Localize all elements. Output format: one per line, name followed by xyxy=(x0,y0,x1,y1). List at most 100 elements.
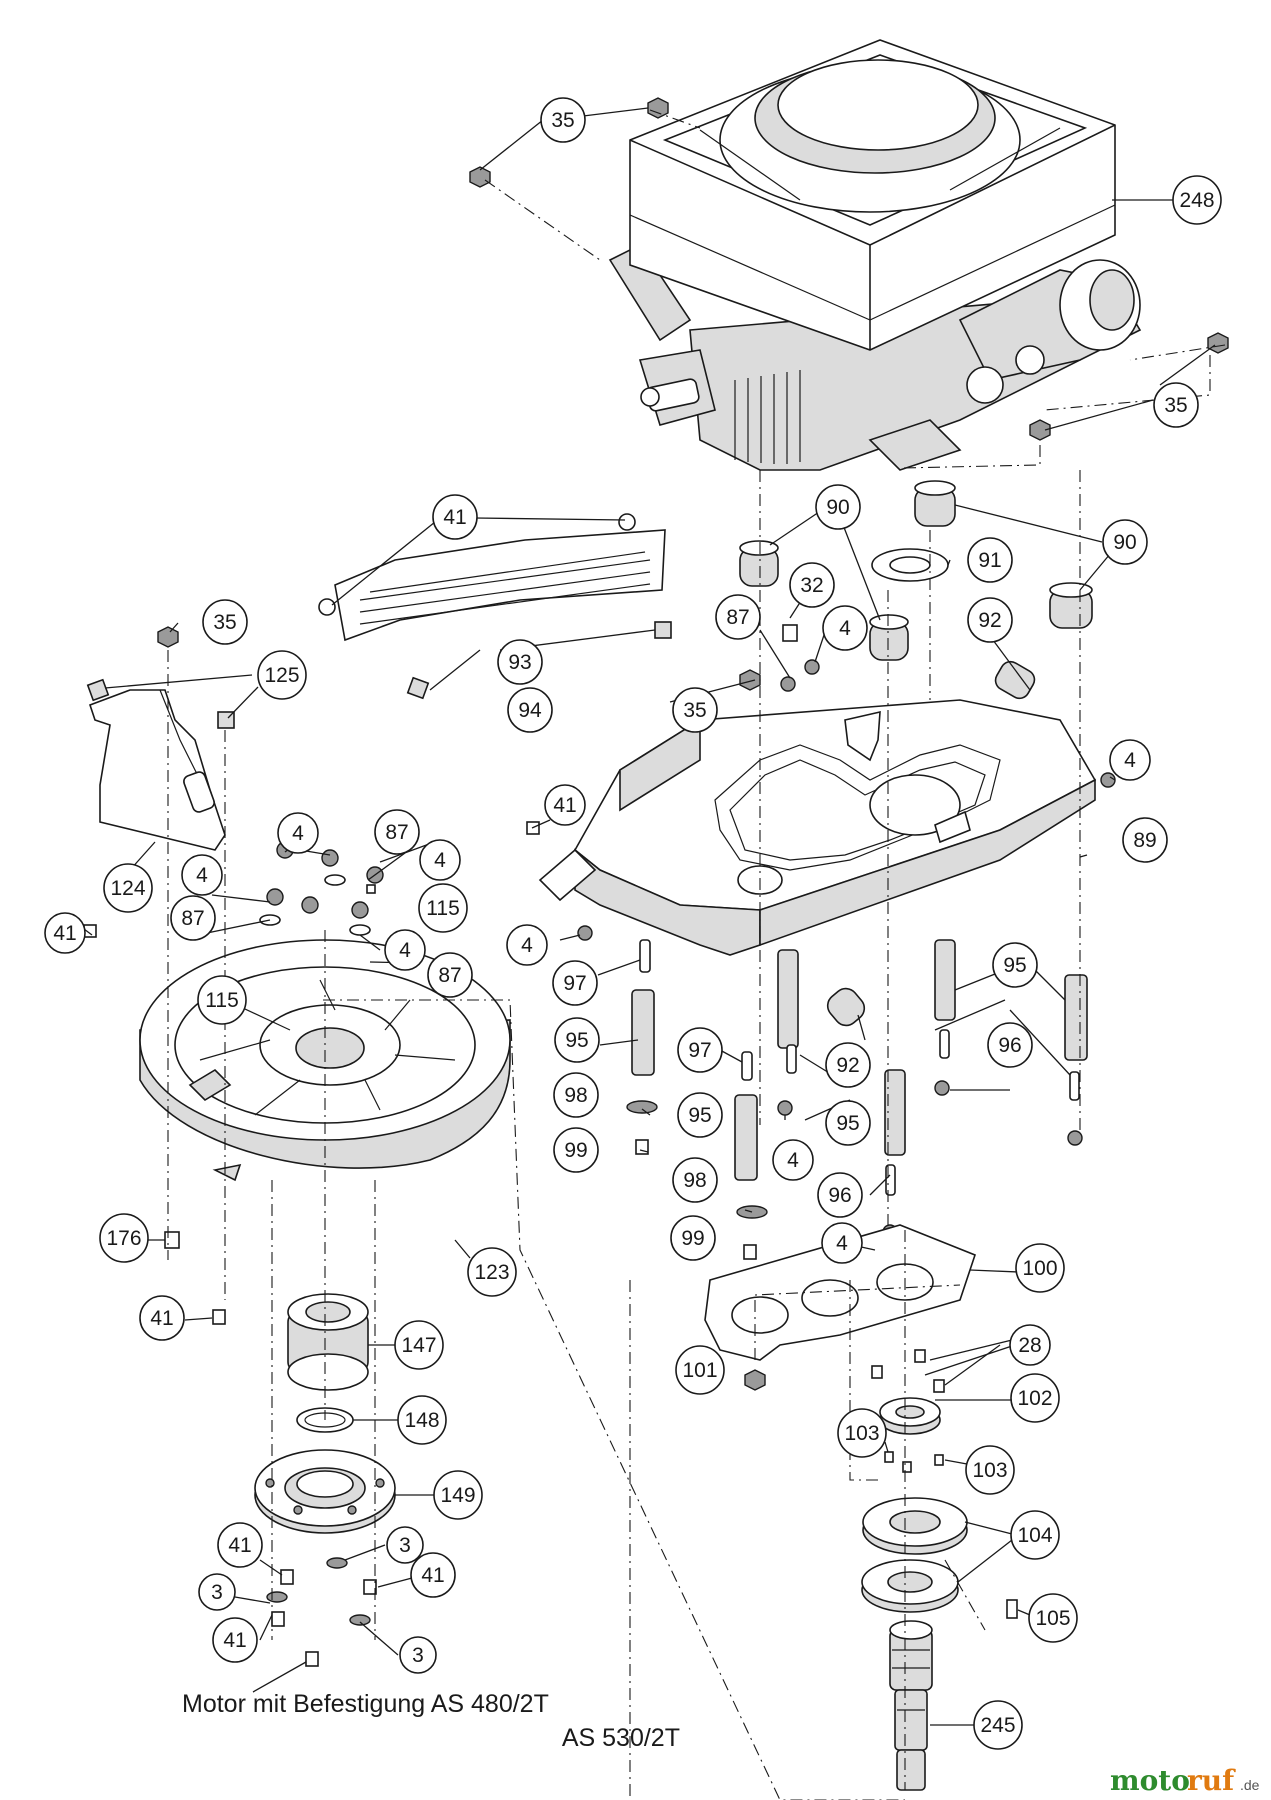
callout: 3 xyxy=(386,1526,424,1564)
callout: 41 xyxy=(544,784,586,826)
svg-text:41: 41 xyxy=(223,1629,246,1652)
svg-text:93: 93 xyxy=(508,651,531,674)
callout: 4 xyxy=(506,924,548,966)
callout: 91 xyxy=(967,537,1013,583)
callout: 97 xyxy=(552,960,598,1006)
callout: 124 xyxy=(103,863,153,913)
svg-text:248: 248 xyxy=(1179,189,1214,212)
callout: 96 xyxy=(817,1172,863,1218)
callout: 176 xyxy=(99,1213,149,1263)
svg-text:4: 4 xyxy=(521,934,533,957)
svg-text:90: 90 xyxy=(826,496,849,519)
svg-text:124: 124 xyxy=(110,877,145,900)
svg-text:123: 123 xyxy=(474,1261,509,1284)
svg-text:92: 92 xyxy=(978,609,1001,632)
engine-block xyxy=(608,39,1142,471)
callout: 93 xyxy=(497,639,543,685)
callout: 95 xyxy=(992,942,1038,988)
svg-text:94: 94 xyxy=(518,699,542,722)
callout: 149 xyxy=(433,1470,483,1520)
svg-text:87: 87 xyxy=(726,606,749,629)
callout: 41 xyxy=(212,1617,258,1663)
svg-text:41: 41 xyxy=(53,922,76,945)
callout: 4 xyxy=(1109,739,1151,781)
svg-text:98: 98 xyxy=(564,1084,587,1107)
svg-text:103: 103 xyxy=(972,1459,1007,1482)
mounting-plate xyxy=(538,699,1097,956)
callout: 105 xyxy=(1028,1593,1078,1643)
svg-text:4: 4 xyxy=(292,822,304,845)
svg-text:87: 87 xyxy=(385,821,408,844)
svg-text:32: 32 xyxy=(800,574,823,597)
svg-text:100: 100 xyxy=(1022,1257,1057,1280)
svg-text:35: 35 xyxy=(213,611,236,634)
motoruf-watermark: moto ruf .de xyxy=(1110,1764,1260,1797)
svg-text:41: 41 xyxy=(443,506,466,529)
svg-text:95: 95 xyxy=(565,1029,588,1052)
callout: 95 xyxy=(677,1092,723,1138)
callout: 123 xyxy=(467,1247,517,1297)
callout: 32 xyxy=(789,562,835,608)
callout: 97 xyxy=(677,1027,723,1073)
svg-text:105: 105 xyxy=(1035,1607,1070,1630)
svg-text:97: 97 xyxy=(688,1039,711,1062)
svg-text:4: 4 xyxy=(399,939,411,962)
svg-text:95: 95 xyxy=(836,1112,859,1135)
svg-text:149: 149 xyxy=(440,1484,475,1507)
callout: 99 xyxy=(553,1127,599,1173)
svg-text:35: 35 xyxy=(1164,394,1187,417)
callout: 4 xyxy=(384,929,426,971)
svg-text:176: 176 xyxy=(106,1227,141,1250)
svg-text:92: 92 xyxy=(836,1054,859,1077)
drive-assembly xyxy=(704,1224,1018,1791)
svg-text:28: 28 xyxy=(1018,1334,1041,1357)
callout: 103 xyxy=(965,1445,1015,1495)
callout: 4 xyxy=(181,854,223,896)
callout: 147 xyxy=(394,1320,444,1370)
perforated-plate xyxy=(334,529,666,642)
callout: 98 xyxy=(553,1072,599,1118)
callout: 90 xyxy=(815,484,861,530)
callout: 87 xyxy=(715,594,761,640)
callout: 4 xyxy=(277,812,319,854)
callout: 87 xyxy=(170,895,216,941)
callout: 89 xyxy=(1122,817,1168,863)
svg-text:115: 115 xyxy=(205,989,238,1012)
svg-text:4: 4 xyxy=(196,864,208,887)
callouts: 35 248 35 41 90 91 90 32 87 4 92 35 93 9… xyxy=(44,97,1222,1750)
callout: 98 xyxy=(672,1157,718,1203)
svg-text:3: 3 xyxy=(211,1581,223,1604)
callout: 41 xyxy=(217,1522,263,1568)
svg-text:96: 96 xyxy=(828,1184,851,1207)
spacer-sleeves xyxy=(626,939,1088,1260)
bearing-assembly xyxy=(164,1231,396,1667)
callout: 87 xyxy=(427,952,473,998)
svg-text:98: 98 xyxy=(683,1169,706,1192)
svg-text:95: 95 xyxy=(688,1104,711,1127)
callout: 3 xyxy=(198,1573,236,1611)
callout: 4 xyxy=(822,605,868,651)
callout: 92 xyxy=(825,1042,871,1088)
svg-text:41: 41 xyxy=(421,1564,444,1587)
svg-text:148: 148 xyxy=(404,1409,439,1432)
callout: 41 xyxy=(44,912,86,954)
callout: 100 xyxy=(1015,1243,1065,1293)
svg-text:99: 99 xyxy=(681,1227,704,1250)
callout: 28 xyxy=(1009,1324,1051,1366)
callout: 94 xyxy=(507,687,553,733)
callout: 125 xyxy=(257,650,307,700)
callout: 41 xyxy=(139,1295,185,1341)
svg-text:102: 102 xyxy=(1017,1387,1052,1410)
callout: 101 xyxy=(675,1345,725,1395)
watermark-part2: ruf xyxy=(1187,1764,1236,1797)
callout: 95 xyxy=(825,1100,871,1146)
svg-text:41: 41 xyxy=(553,794,576,817)
svg-text:87: 87 xyxy=(181,907,204,930)
svg-text:96: 96 xyxy=(998,1034,1021,1057)
svg-text:147: 147 xyxy=(401,1334,436,1357)
svg-text:104: 104 xyxy=(1017,1524,1052,1547)
svg-text:4: 4 xyxy=(787,1149,799,1172)
diagram-caption-line1: Motor mit Befestigung AS 480/2T xyxy=(182,1690,549,1718)
svg-text:41: 41 xyxy=(150,1307,173,1330)
